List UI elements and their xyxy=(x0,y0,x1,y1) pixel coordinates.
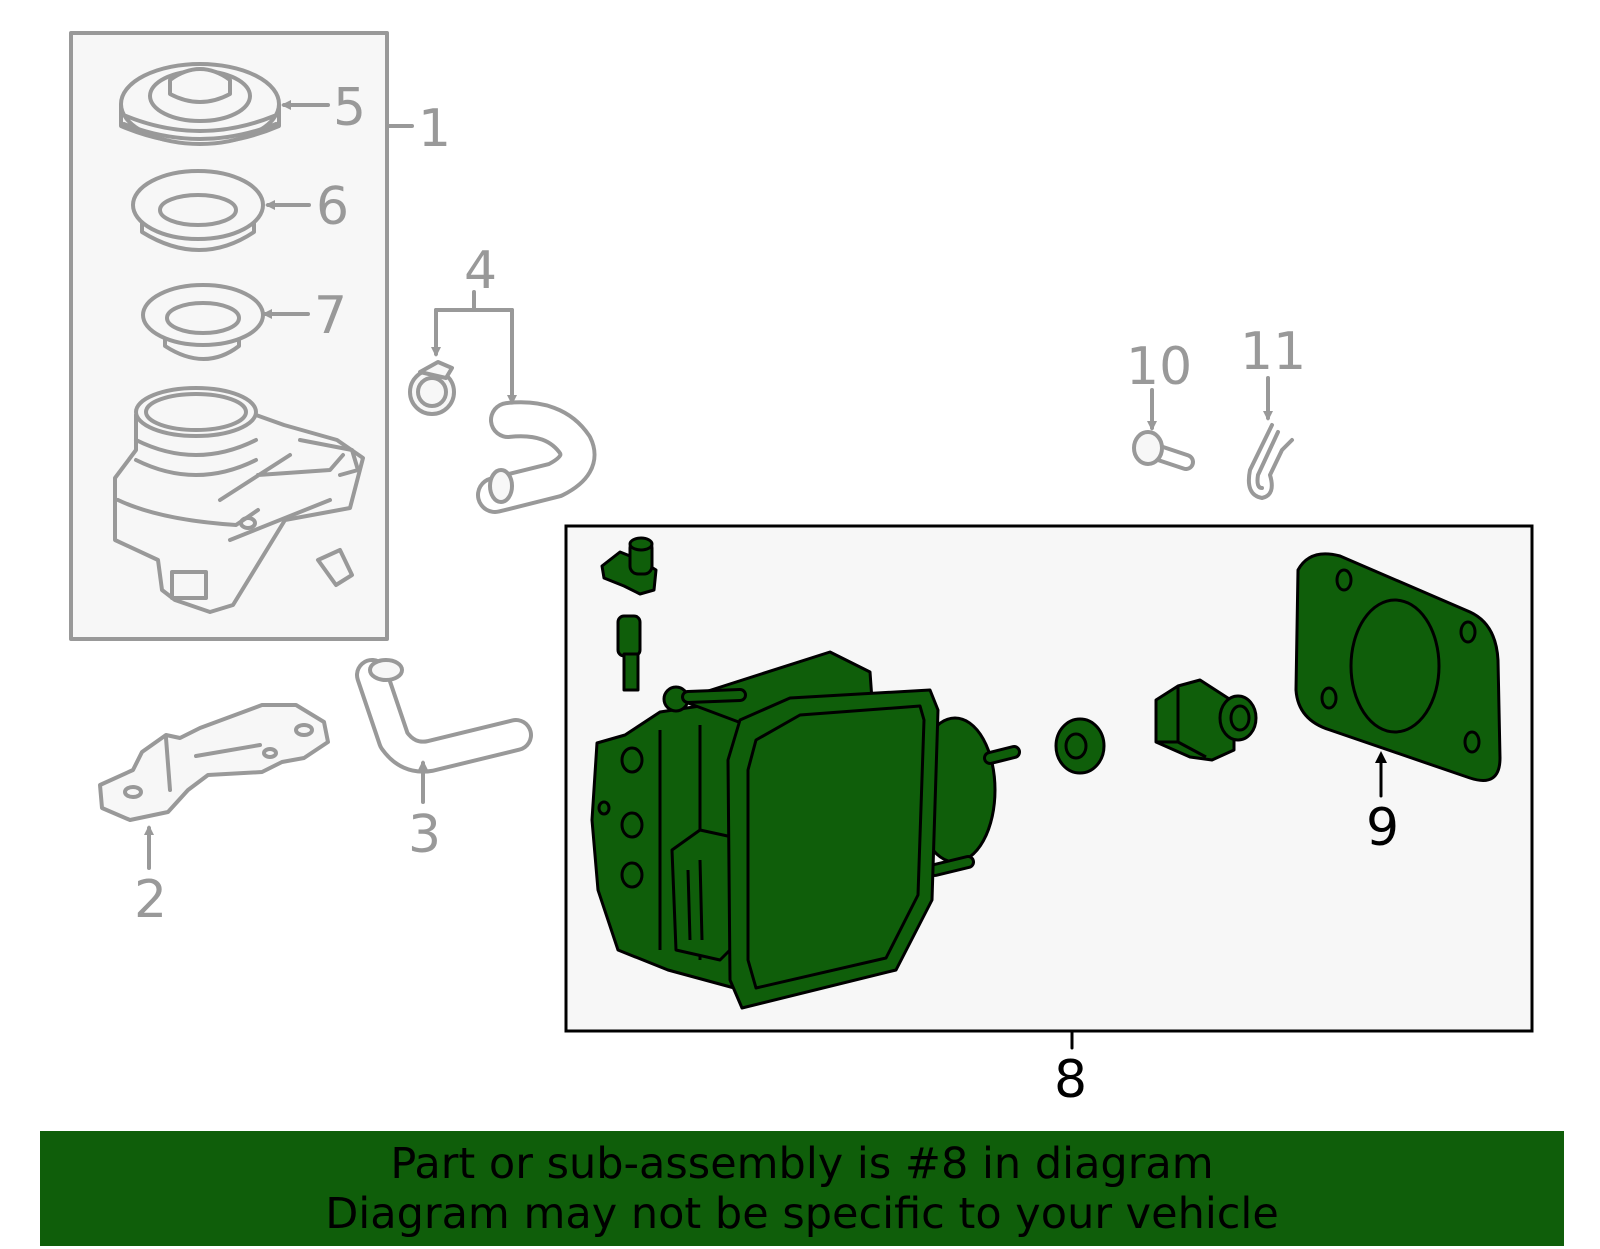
reservoir-body-part-1 xyxy=(113,386,365,614)
callout-2: 2 xyxy=(134,870,167,930)
bracket-part-2 xyxy=(98,703,330,822)
hose-clamp-part-4 xyxy=(408,360,456,416)
callout-7: 7 xyxy=(314,286,347,346)
callout-6: 6 xyxy=(316,177,349,237)
callout-11: 11 xyxy=(1240,322,1306,382)
pressure-sensor xyxy=(616,614,642,692)
info-banner: Part or sub-assembly is #8 in diagram Di… xyxy=(40,1131,1564,1246)
callout-4: 4 xyxy=(464,241,497,301)
gasket-part-9 xyxy=(1294,552,1502,782)
callout-1: 1 xyxy=(418,99,451,159)
grommet xyxy=(1054,717,1106,775)
callout-9: 9 xyxy=(1366,798,1399,858)
callout-10: 10 xyxy=(1126,337,1192,397)
hose-part-3 xyxy=(355,658,533,774)
callout-8: 8 xyxy=(1054,1050,1087,1110)
brake-booster-abs-unit xyxy=(590,650,1021,1010)
reservoir-cap-part-5 xyxy=(119,62,281,146)
sensor-fitting xyxy=(600,536,658,596)
callout-3: 3 xyxy=(408,805,441,865)
booster-bracket xyxy=(1154,678,1258,762)
strainer-part-6 xyxy=(131,169,265,252)
seal-part-7 xyxy=(141,283,265,361)
clip-part-11 xyxy=(1246,423,1294,500)
banner-line-2: Diagram may not be specific to your vehi… xyxy=(325,1188,1279,1239)
bolt-part-10 xyxy=(1132,430,1195,471)
banner-line-1: Part or sub-assembly is #8 in diagram xyxy=(390,1138,1214,1189)
callout-5: 5 xyxy=(333,78,366,138)
hose-part-4 xyxy=(476,400,597,514)
